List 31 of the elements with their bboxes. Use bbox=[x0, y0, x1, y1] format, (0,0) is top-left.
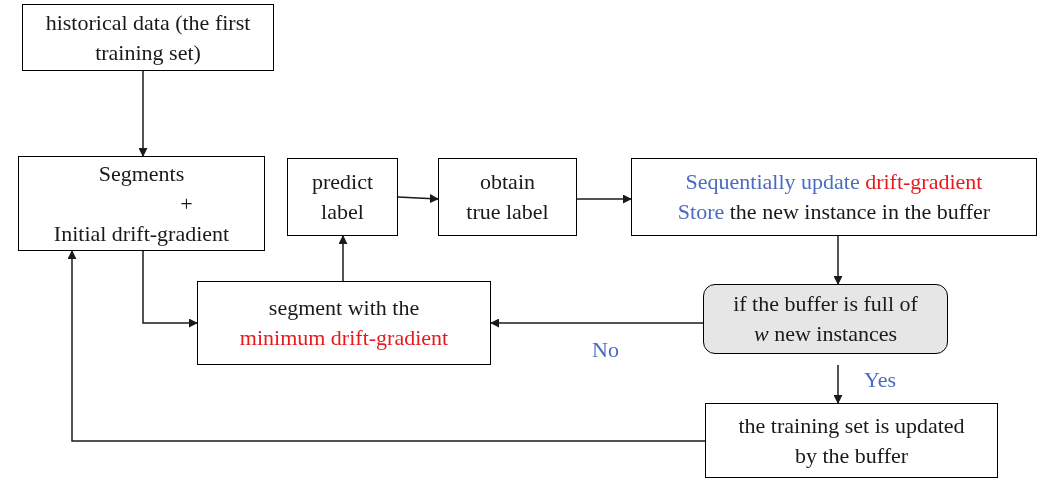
arrow bbox=[338, 235, 348, 282]
arrow bbox=[142, 250, 198, 328]
arrow bbox=[833, 364, 843, 404]
arrow bbox=[576, 194, 632, 204]
node-text: Sequentially update bbox=[685, 169, 860, 194]
node-text: segment with the bbox=[268, 295, 420, 320]
node-text: the training set is updated by the buffer bbox=[738, 412, 965, 468]
node-text: historical data (the first training set) bbox=[45, 9, 251, 65]
node-text: obtain true label bbox=[466, 169, 549, 224]
arrow bbox=[490, 318, 704, 328]
arrow bbox=[397, 194, 439, 204]
arrow bbox=[833, 235, 843, 285]
node-text: the new instance in the buffer bbox=[728, 199, 991, 224]
process-box bbox=[438, 158, 577, 236]
node-text: Initial drift-gradient bbox=[53, 220, 230, 246]
process-box bbox=[18, 156, 265, 251]
node-text: predict label bbox=[311, 169, 374, 224]
arrow bbox=[67, 250, 706, 442]
arrow bbox=[138, 70, 148, 157]
decision-box bbox=[703, 284, 948, 354]
node-text: Segments bbox=[98, 160, 185, 186]
node-text: if the buffer is full of w new instances bbox=[733, 291, 918, 346]
node-text: + bbox=[180, 190, 193, 216]
process-box bbox=[22, 4, 274, 71]
node-text: drift-gradient bbox=[864, 169, 983, 194]
process-box bbox=[705, 403, 998, 478]
process-box bbox=[197, 281, 491, 365]
node-text: minimum drift-gradient bbox=[239, 325, 449, 350]
process-box bbox=[631, 158, 1037, 236]
node-text: Store bbox=[677, 199, 725, 224]
process-box bbox=[287, 158, 398, 236]
